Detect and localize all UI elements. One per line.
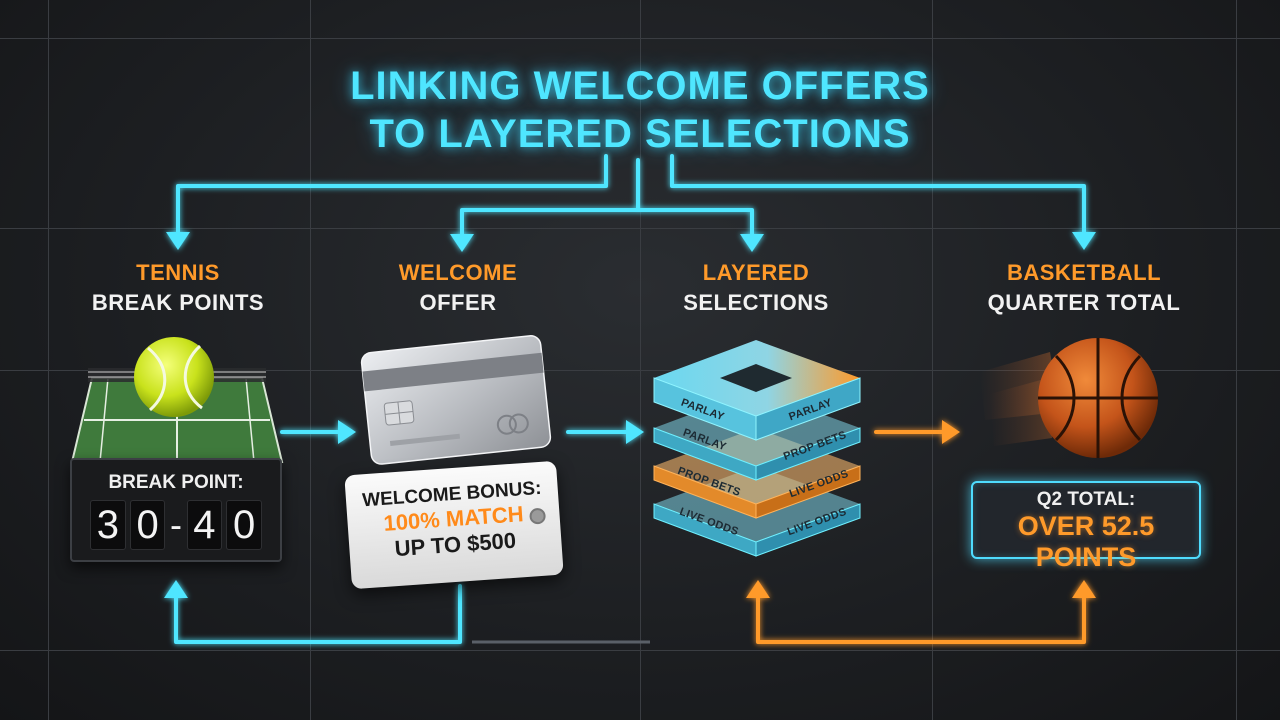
grid-line	[640, 0, 641, 720]
grid-line	[0, 370, 1280, 371]
grid-line	[48, 0, 49, 720]
node-layered-title: LAYERED SELECTIONS	[636, 258, 876, 318]
node-title-line2: OFFER	[419, 290, 497, 315]
orange-connectors	[756, 430, 1086, 644]
node-basketball-title: BASKETBALL QUARTER TOTAL	[964, 258, 1204, 318]
grid-line	[0, 650, 1280, 651]
node-title-line2: BREAK POINTS	[91, 290, 265, 315]
node-title-line2: QUARTER TOTAL	[987, 290, 1181, 315]
score-digit: 4	[186, 500, 223, 550]
price-tag-icon: WELCOME BONUS: 100% MATCH UP TO $500	[344, 460, 564, 590]
top-connectors	[174, 154, 1086, 644]
score-digits: 3 0 - 4 0	[90, 500, 262, 550]
tennis-ball-icon	[134, 337, 214, 417]
node-title-line1: TENNIS	[136, 260, 220, 285]
node-welcome-title: WELCOME OFFER	[338, 258, 578, 318]
quarter-total-label: Q2 TOTAL:	[1036, 489, 1136, 510]
diagram-title: LINKING WELCOME OFFERS TO LAYERED SELECT…	[240, 62, 1040, 158]
grid-line	[0, 38, 1280, 39]
scoreboard-label: BREAK POINT:	[108, 472, 244, 493]
score-digit: 0	[129, 500, 166, 550]
node-title-line1: WELCOME	[398, 260, 518, 285]
score-digit: 3	[90, 500, 126, 550]
quarter-total-box: Q2 TOTAL: OVER 52.5 POINTS	[971, 481, 1201, 572]
score-separator: -	[169, 504, 182, 545]
grid-line	[0, 228, 1280, 229]
title-line-1: LINKING WELCOME OFFERS	[350, 64, 930, 108]
node-title-line1: BASKETBALL	[1006, 260, 1162, 285]
basketball-icon	[980, 338, 1158, 458]
credit-card-icon	[360, 335, 552, 465]
title-line-2: TO LAYERED SELECTIONS	[369, 112, 911, 156]
grid-line	[1236, 0, 1237, 720]
tennis-scoreboard: BREAK POINT: 3 0 - 4 0	[70, 458, 282, 562]
orange-arrowheads	[746, 420, 1096, 598]
stacked-layers-icon	[653, 340, 861, 557]
score-digit: 0	[226, 500, 262, 550]
grid-line	[932, 0, 933, 720]
node-tennis-title: TENNIS BREAK POINTS	[58, 258, 298, 318]
node-title-line2: SELECTIONS	[683, 290, 829, 315]
cyan-arrowheads	[164, 232, 1096, 598]
quarter-total-value: OVER 52.5 POINTS	[1017, 511, 1155, 572]
node-title-line1: LAYERED	[702, 260, 810, 285]
grid-line	[310, 0, 311, 720]
